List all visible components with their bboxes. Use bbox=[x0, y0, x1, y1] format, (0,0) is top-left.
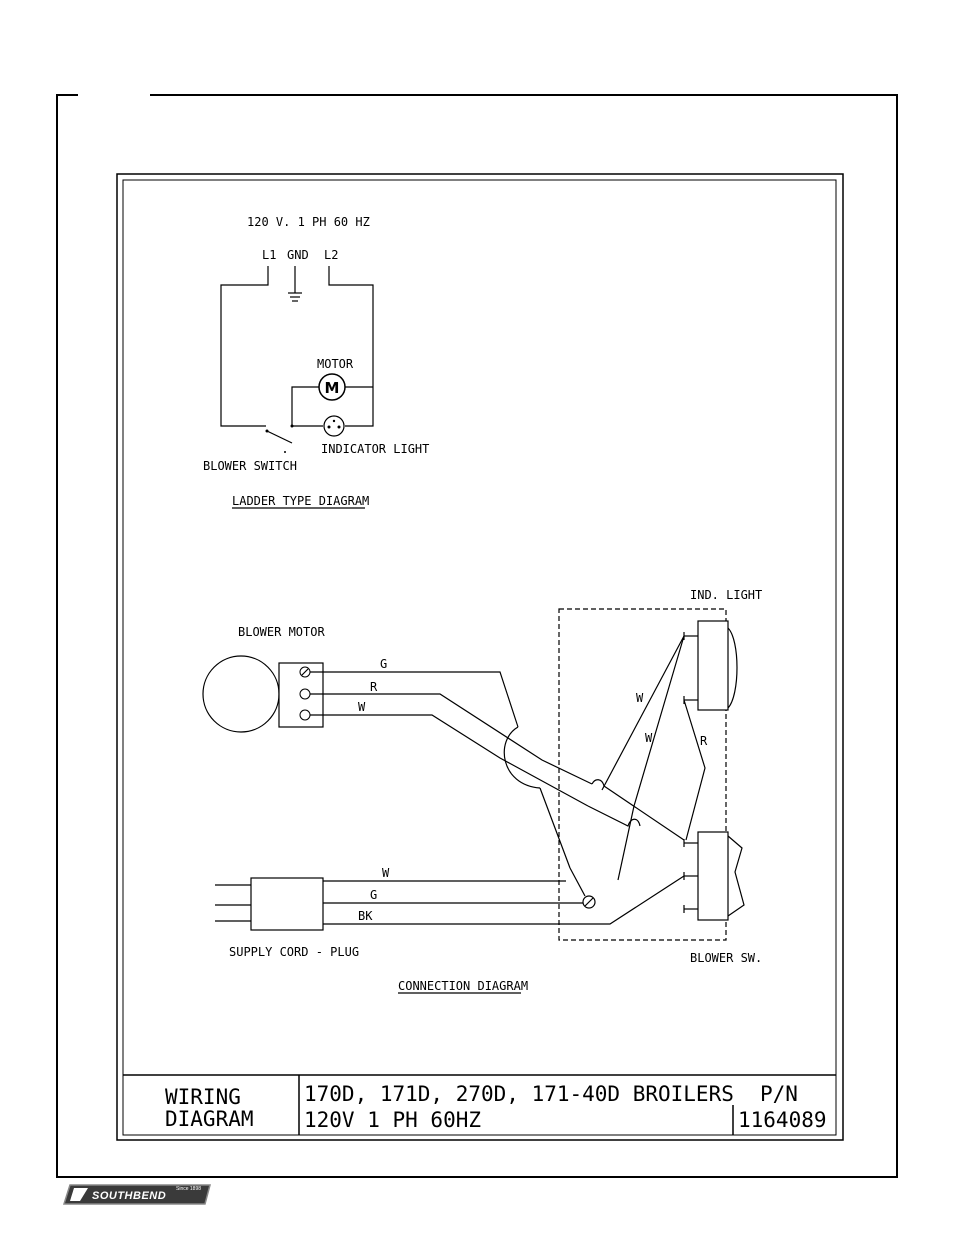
title-pn-label: P/N bbox=[760, 1082, 798, 1106]
w-wire-motor bbox=[310, 715, 588, 806]
title-models: 170D, 171D, 270D, 171-40D BROILERS bbox=[304, 1082, 734, 1106]
supply-plug-symbol bbox=[215, 878, 323, 930]
southbend-logo: SOUTHBEND Since 1898 bbox=[64, 1185, 210, 1204]
wire-g-bottom-label: G bbox=[370, 888, 377, 902]
wire-w-top-label: W bbox=[358, 700, 366, 714]
title-diagram: DIAGRAM bbox=[165, 1107, 254, 1131]
wire-w-right2-label: W bbox=[645, 731, 653, 745]
indicator-light-symbol bbox=[324, 416, 344, 436]
wire-g-top-label: G bbox=[380, 657, 387, 671]
blower-switch-label: BLOWER SWITCH bbox=[203, 459, 297, 473]
r-wire-light bbox=[684, 700, 705, 840]
l2-label: L2 bbox=[324, 248, 338, 262]
motor-symbol-letter: M bbox=[325, 379, 340, 397]
w-wire-light-1 bbox=[602, 636, 684, 790]
title-part-number: 1164089 bbox=[738, 1108, 827, 1132]
supply-voltage-label: 120 V. 1 PH 60 HZ bbox=[247, 215, 370, 229]
title-spec: 120V 1 PH 60HZ bbox=[304, 1108, 481, 1132]
l1-label: L1 bbox=[262, 248, 276, 262]
w-wire-light-2 bbox=[618, 636, 684, 880]
logo-since-text: Since 1898 bbox=[176, 1186, 201, 1192]
page-frame bbox=[57, 95, 897, 1177]
indicator-light-body bbox=[684, 621, 737, 710]
ground-screw-icon bbox=[583, 896, 595, 908]
drawing-border bbox=[117, 174, 843, 1140]
ladder-caption: LADDER TYPE DIAGRAM bbox=[232, 494, 369, 508]
l2-wire bbox=[329, 266, 373, 426]
l1-wire bbox=[221, 266, 268, 426]
gnd-label: GND bbox=[287, 248, 309, 262]
supply-cord-label: SUPPLY CORD - PLUG bbox=[229, 945, 359, 959]
motor-symbol: M bbox=[319, 374, 345, 400]
title-block: WIRING DIAGRAM 170D, 171D, 270D, 171-40D… bbox=[123, 1075, 836, 1135]
title-wiring: WIRING bbox=[165, 1085, 241, 1109]
blower-switch-body bbox=[684, 832, 744, 920]
blower-sw-label: BLOWER SW. bbox=[690, 951, 762, 965]
blower-motor-symbol bbox=[203, 656, 323, 732]
g-wire-motor bbox=[310, 672, 518, 727]
connection-caption: CONNECTION DIAGRAM bbox=[398, 979, 528, 993]
ground-icon bbox=[288, 266, 302, 301]
wire-w-bottom-label: W bbox=[382, 866, 390, 880]
wire-r-right-label: R bbox=[700, 734, 708, 748]
wire-w-right1-label: W bbox=[636, 691, 644, 705]
blower-switch-symbol bbox=[266, 425, 294, 454]
ladder-diagram: 120 V. 1 PH 60 HZ L1 GND L2 M MO bbox=[203, 215, 429, 508]
motor-label: MOTOR bbox=[317, 357, 354, 371]
wire-bk-bottom-label: BK bbox=[358, 909, 373, 923]
blower-motor-label: BLOWER MOTOR bbox=[238, 625, 325, 639]
wire-r-top-label: R bbox=[370, 680, 378, 694]
r-wire-motor bbox=[310, 694, 592, 784]
indicator-light-label: INDICATOR LIGHT bbox=[321, 442, 429, 456]
connection-diagram: BLOWER MOTOR IND. LIGHT G R W bbox=[203, 588, 762, 993]
ind-light-label: IND. LIGHT bbox=[690, 588, 762, 602]
logo-brand-text: SOUTHBEND bbox=[92, 1190, 166, 1202]
